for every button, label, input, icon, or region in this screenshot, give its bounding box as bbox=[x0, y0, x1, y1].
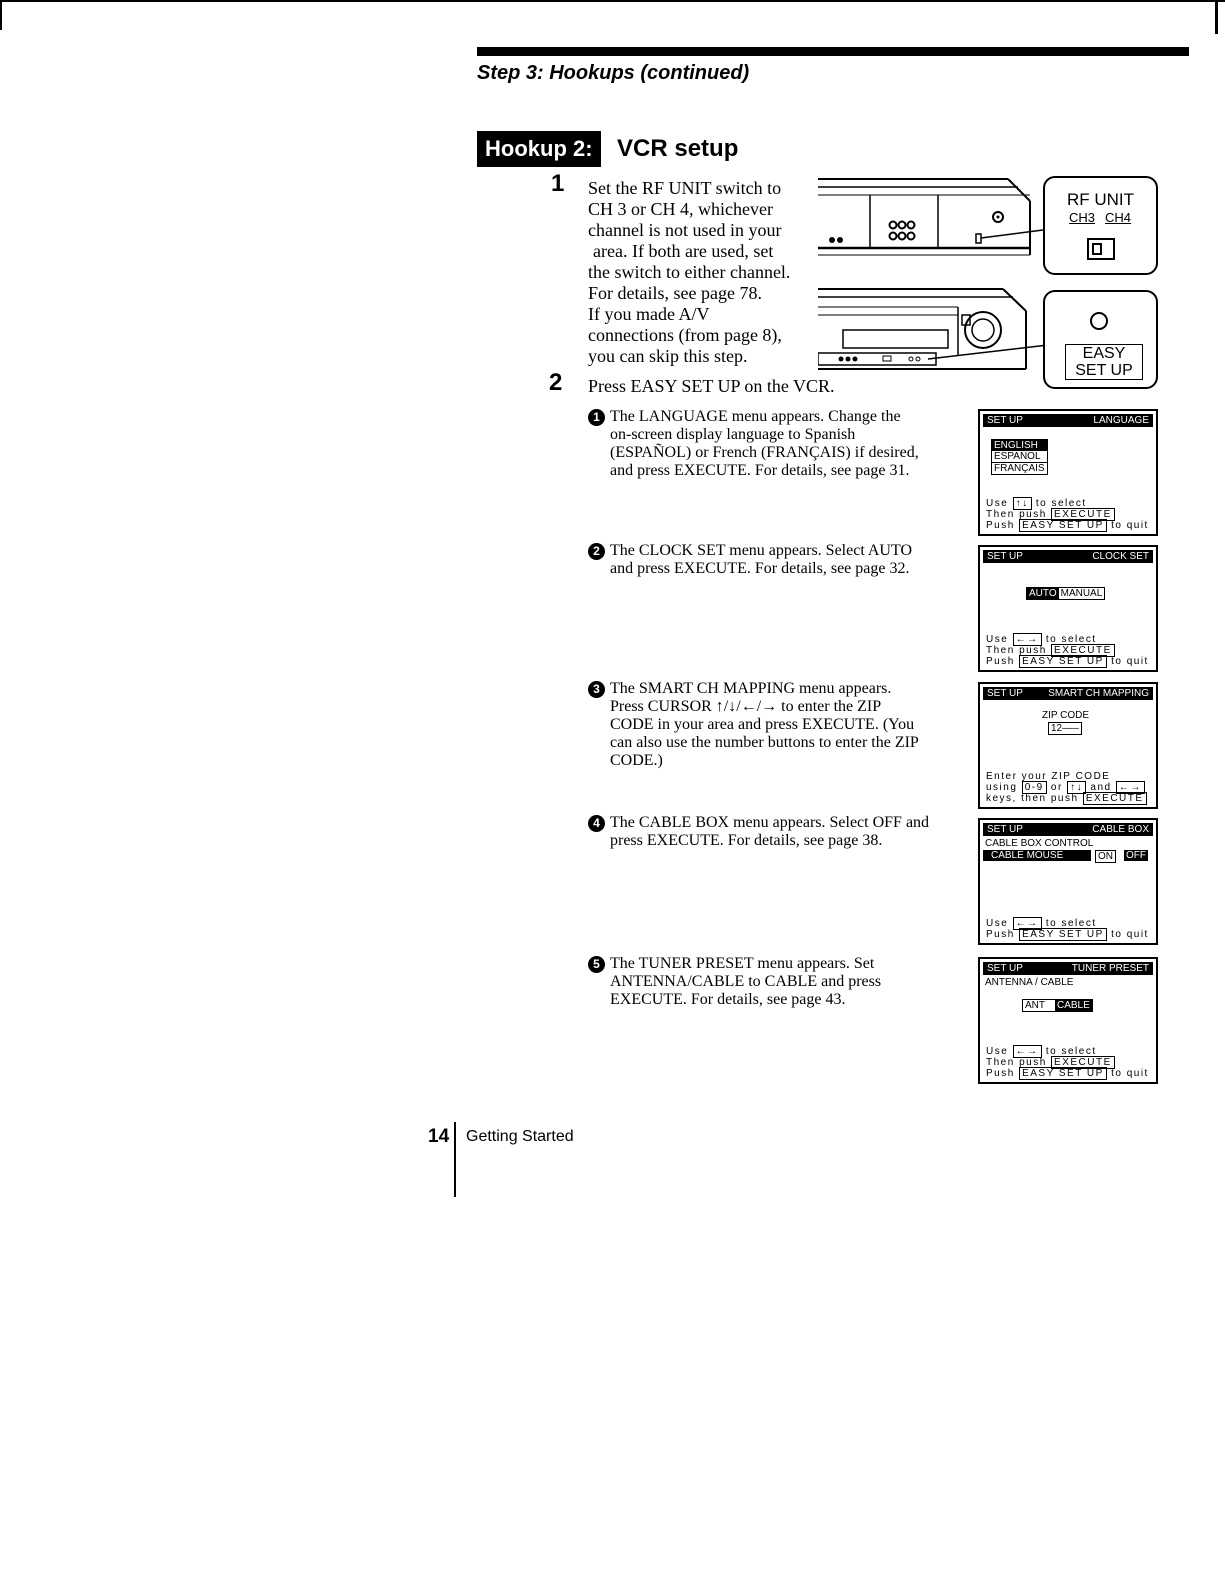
section-title: VCR setup bbox=[617, 135, 739, 162]
step-1-line: connections (from page 8), bbox=[588, 325, 782, 345]
screen-title-bar: SET UP LANGUAGE bbox=[983, 414, 1153, 427]
step-1-text: Set the RF UNIT switch to CH 3 or CH 4, … bbox=[588, 178, 823, 367]
antenna-cable-options: ANT CABLE bbox=[1022, 999, 1093, 1012]
language-options: ENGLISH ESPAÑOL FRANÇAIS bbox=[991, 439, 1048, 475]
substep-3-text: The SMART CH MAPPING menu appears. Press… bbox=[610, 680, 919, 769]
cable-box-control-label: CABLE BOX CONTROL bbox=[985, 838, 1094, 849]
step-1-line: you can skip this step. bbox=[588, 346, 748, 366]
step-2-text: Press EASY SET UP on the VCR. bbox=[588, 376, 835, 396]
smart-ch-mapping-screen: SET UP SMART CH MAPPING ZIP CODE 12––– E… bbox=[978, 682, 1158, 809]
header-rule bbox=[477, 47, 1189, 56]
page-number: 14 bbox=[428, 1126, 450, 1147]
substep-5-marker: 5 bbox=[588, 956, 605, 973]
screen-title-bar: SET UP CLOCK SET bbox=[983, 550, 1153, 563]
substep-4-text: The CABLE BOX menu appears. Select OFF a… bbox=[610, 814, 930, 849]
screen-footer: Use ←→ to select Push EASY SET UP to qui… bbox=[986, 917, 1149, 941]
rf-unit-title: RF UNIT bbox=[1066, 190, 1135, 209]
clock-option-selected: AUTO bbox=[1027, 588, 1059, 599]
antenna-cable-label: ANTENNA / CABLE bbox=[985, 977, 1074, 988]
rf-unit-callout: RF UNIT CH3 CH4 bbox=[1043, 176, 1158, 275]
clock-option: MANUAL bbox=[1060, 588, 1103, 599]
cable-mouse-on: ON bbox=[1095, 850, 1116, 863]
substep-5-text: The TUNER PRESET menu appears. Set ANTEN… bbox=[610, 955, 882, 1008]
substep-2-text: The CLOCK SET menu appears. Select AUTO … bbox=[610, 542, 913, 577]
screen-footer: Use ←→ to select Then push EXECUTE Push … bbox=[986, 1045, 1149, 1080]
rf-unit-ch3: CH3 bbox=[1069, 210, 1096, 225]
tuner-preset-menu-screen: SET UP TUNER PRESET ANTENNA / CABLE ANT C… bbox=[978, 957, 1158, 1084]
step-1-line: CH 3 or CH 4, whichever bbox=[588, 199, 773, 219]
step-1-line: If you made A/V bbox=[588, 304, 710, 324]
running-title: Step 3: Hookups (continued) bbox=[477, 62, 750, 84]
language-option: ESPAÑOL bbox=[994, 451, 1041, 462]
language-option-selected: ENGLISH bbox=[992, 440, 1047, 451]
easy-set-up-button-icon bbox=[1090, 312, 1108, 330]
zip-code-label: ZIP CODE bbox=[1042, 710, 1090, 721]
step-2-number: 2 bbox=[549, 369, 563, 396]
screen-footer: Enter your ZIP CODE using 0-9 or ↑↓ and … bbox=[986, 771, 1147, 805]
easy-set-up-callout: EASY SET UP bbox=[1043, 290, 1158, 389]
page-right-mark bbox=[1215, 0, 1218, 34]
screen-title-bar: SET UP CABLE BOX bbox=[983, 823, 1153, 836]
language-option: FRANÇAIS bbox=[992, 462, 1047, 474]
vcr-front-illustration bbox=[818, 288, 1048, 370]
step-1-line: For details, see page 78. bbox=[588, 283, 762, 303]
step-1-line: area. If both are used, set bbox=[593, 241, 774, 261]
cable-mouse-off-selected: OFF bbox=[1124, 850, 1148, 861]
antenna-option: ANT bbox=[1025, 1000, 1045, 1011]
language-menu-screen: SET UP LANGUAGE ENGLISH ESPAÑOL FRANÇAIS… bbox=[978, 409, 1158, 536]
substep-4-marker: 4 bbox=[588, 815, 605, 832]
rf-unit-switch-icon bbox=[1087, 238, 1115, 260]
screen-title-bar: SET UP TUNER PRESET bbox=[983, 962, 1153, 975]
screen-footer: Use ←→ to select Then push EXECUTE Push … bbox=[986, 633, 1149, 668]
zip-code-value: 12––– bbox=[1048, 722, 1082, 735]
page-top-border bbox=[0, 0, 1225, 2]
footer-separator bbox=[454, 1122, 456, 1197]
cable-mouse-label: CABLE MOUSE bbox=[983, 850, 1091, 861]
screen-footer: Use ↑↓ to select Then push EXECUTE Push … bbox=[986, 497, 1149, 532]
footer-section: Getting Started bbox=[466, 1128, 574, 1145]
step-1-line: channel is not used in your bbox=[588, 220, 782, 240]
page-left-mark bbox=[0, 0, 2, 30]
vcr-rear-illustration bbox=[818, 178, 1043, 256]
cable-box-menu-screen: SET UP CABLE BOX CABLE BOX CONTROL CABLE… bbox=[978, 818, 1158, 945]
cable-mouse-row: CABLE MOUSE ON OFF bbox=[983, 850, 1153, 863]
substep-3-marker: 3 bbox=[588, 681, 605, 698]
step-1-line: the switch to either channel. bbox=[588, 262, 791, 282]
screen-title-bar: SET UP SMART CH MAPPING bbox=[983, 687, 1153, 700]
substep-2-marker: 2 bbox=[588, 543, 605, 560]
easy-set-up-label: EASY SET UP bbox=[1065, 344, 1143, 380]
cable-option-selected: CABLE bbox=[1055, 1000, 1092, 1011]
substep-1-marker: 1 bbox=[588, 409, 605, 426]
section-badge: Hookup 2: bbox=[477, 131, 601, 167]
rf-unit-ch4: CH4 bbox=[1105, 210, 1132, 225]
step-1-number: 1 bbox=[551, 170, 565, 197]
substep-1-text: The LANGUAGE menu appears. Change the on… bbox=[610, 408, 919, 479]
step-1-line: Set the RF UNIT switch to bbox=[588, 178, 782, 198]
